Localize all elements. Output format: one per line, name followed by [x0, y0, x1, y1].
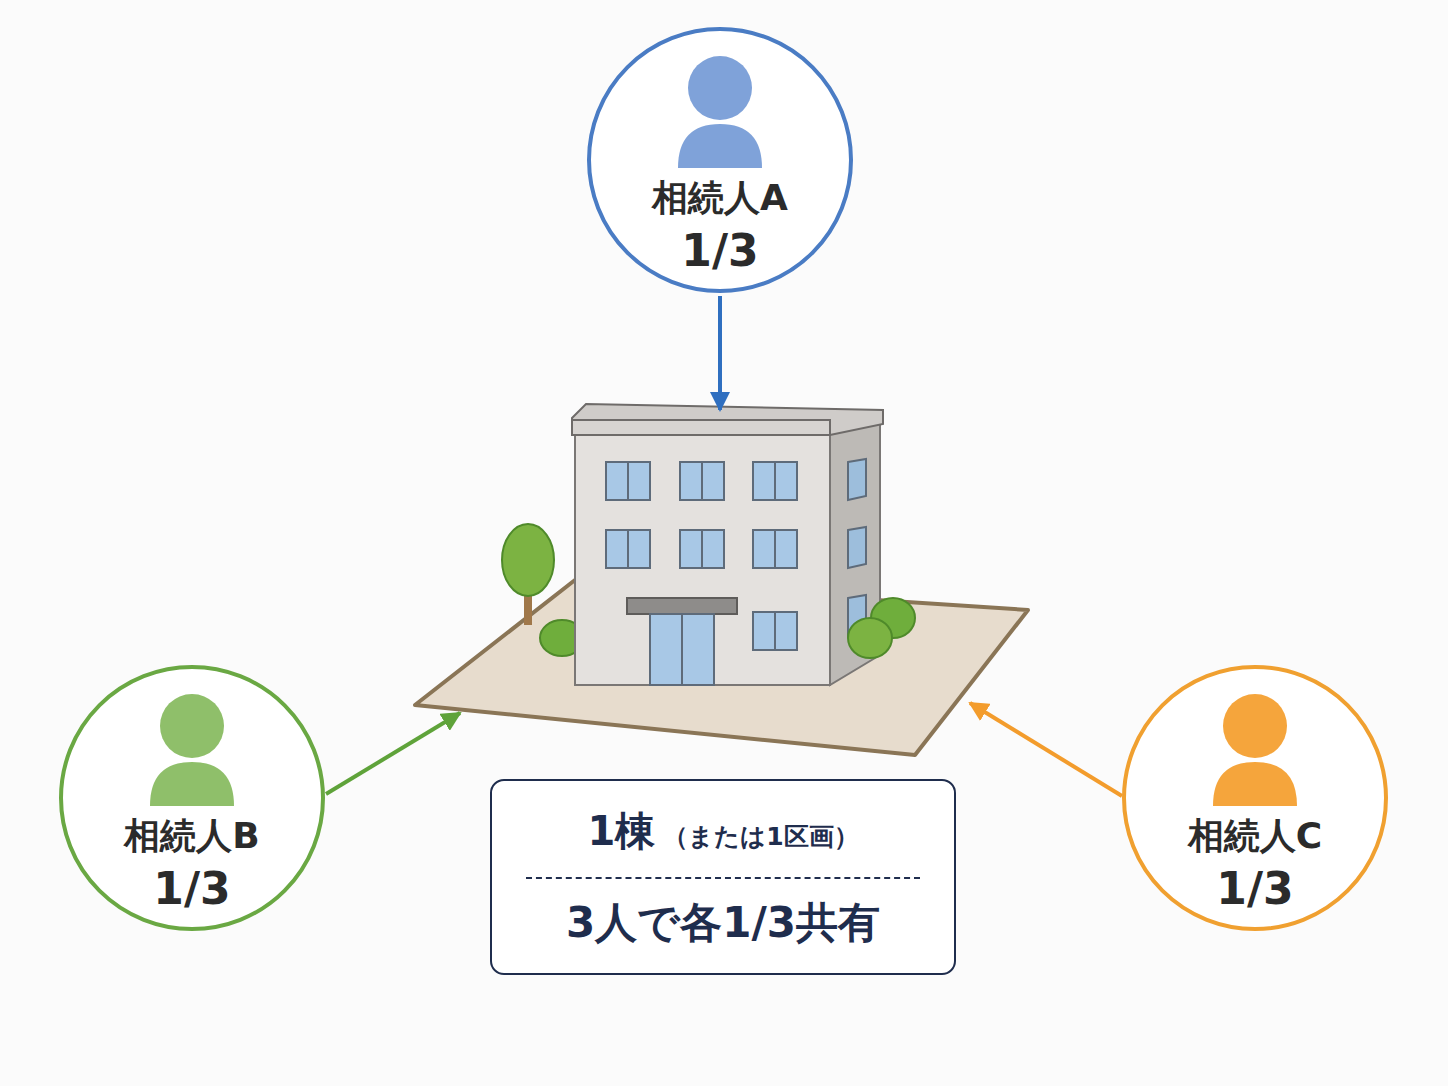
heir-circle: 相続人C1/3 — [1121, 664, 1389, 932]
building — [572, 404, 883, 685]
share-fraction: 1/3 — [1121, 860, 1389, 918]
shrub — [848, 598, 915, 658]
unit-note: （または1区画） — [663, 820, 858, 853]
arrow — [718, 296, 722, 410]
ownership-note: 3人で各1/3共有 — [566, 895, 880, 951]
arrow — [326, 713, 460, 794]
heir-name: 相続人A — [586, 174, 854, 222]
person-icon — [1213, 694, 1297, 806]
person-icon — [150, 694, 234, 806]
tree — [502, 524, 584, 656]
heir-circle: 相続人A1/3 — [586, 26, 854, 294]
heir-name: 相続人B — [58, 812, 326, 860]
unit-label: 1棟 — [587, 804, 655, 859]
share-fraction: 1/3 — [58, 860, 326, 918]
summary-box: 1棟（または1区画） 3人で各1/3共有 — [490, 779, 956, 975]
share-fraction: 1/3 — [586, 222, 854, 280]
arrow — [970, 703, 1122, 796]
dashed-divider — [526, 877, 920, 879]
heir-circle: 相続人B1/3 — [58, 664, 326, 932]
heir-name: 相続人C — [1121, 812, 1389, 860]
person-icon — [678, 56, 762, 168]
